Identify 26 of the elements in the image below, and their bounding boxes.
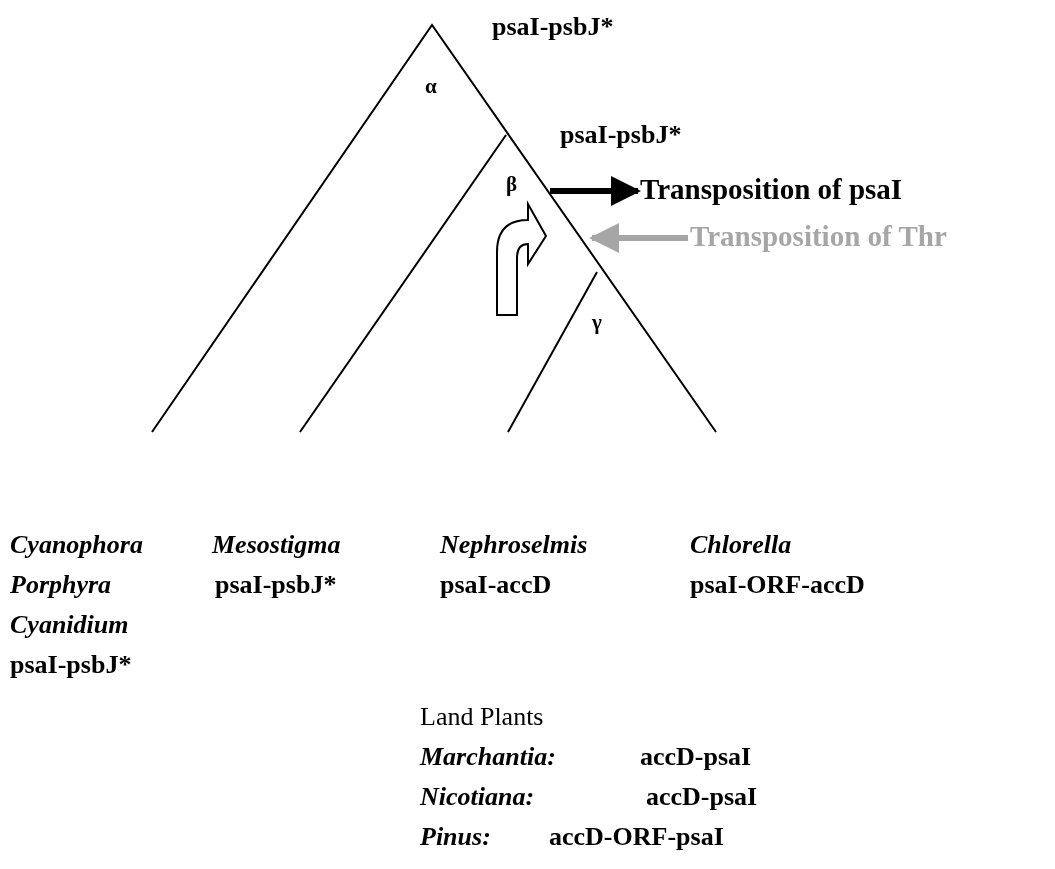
taxon-name: Cyanophora xyxy=(10,530,143,560)
taxon-name: Chlorella xyxy=(690,530,792,560)
group-heading: Land Plants xyxy=(420,702,544,732)
gene-order-label: psaI-ORF-accD xyxy=(690,570,865,600)
taxon-name: Nephroselmis xyxy=(440,530,588,560)
gene-order-label: psaI-psbJ* xyxy=(10,650,132,680)
taxon-name: Porphyra xyxy=(10,570,112,600)
taxon-name: Marchantia: xyxy=(420,742,556,772)
gene-order-label: psaI-psbJ* xyxy=(492,12,614,42)
gene-order-label: psaI-psbJ* xyxy=(560,120,682,150)
arrow xyxy=(589,223,688,253)
taxon-name: Mesostigma xyxy=(212,530,341,560)
gene-order-label: accD-psaI xyxy=(640,742,752,772)
taxon-name: Nicotiana: xyxy=(420,782,535,812)
clade-letter: α xyxy=(425,74,437,99)
annotation-text: Transposition of Thr xyxy=(690,220,947,254)
clade-letter: γ xyxy=(592,310,602,335)
taxon-name: Cyanidium xyxy=(10,610,129,640)
taxon-name: Pinus: xyxy=(420,822,491,852)
annotation-text: Transposition of psaI xyxy=(640,173,903,207)
arrow xyxy=(550,176,641,206)
gene-order-label: psaI-psbJ* xyxy=(215,570,337,600)
gene-order-label: accD-ORF-psaI xyxy=(549,822,724,852)
gene-order-label: accD-psaI xyxy=(646,782,758,812)
clade-letter: β xyxy=(506,172,518,197)
gene-order-label: psaI-accD xyxy=(440,570,552,600)
